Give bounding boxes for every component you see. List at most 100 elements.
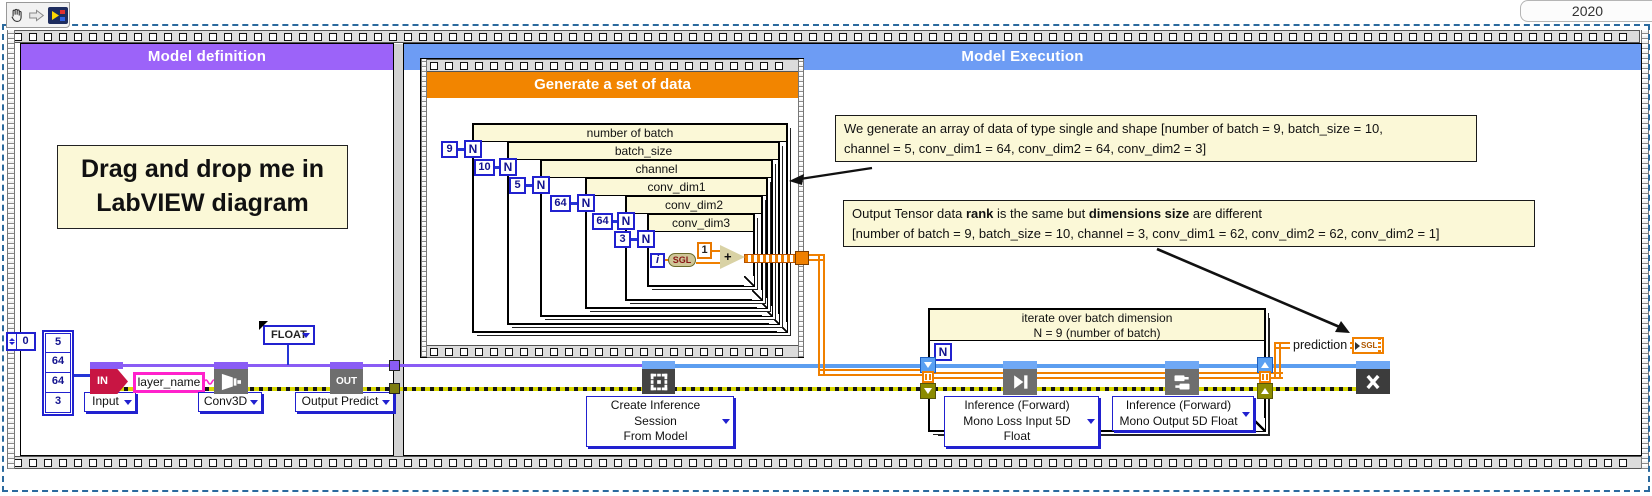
generate-border-left (421, 59, 427, 357)
chevron-down-icon[interactable] (250, 399, 258, 405)
model-definition-header: Model definition (21, 44, 393, 70)
frame-divider (394, 44, 403, 456)
sequence-border-left (7, 30, 15, 469)
index-spinner[interactable] (8, 334, 17, 349)
tools-palette (6, 2, 70, 28)
count-constant[interactable]: 3 (614, 231, 631, 248)
count-wire (571, 202, 579, 205)
count-constant[interactable]: 10 (474, 159, 495, 176)
count-wire (495, 166, 501, 169)
conv-layer-selector[interactable]: Conv3D (198, 392, 262, 412)
array-cell[interactable]: 5 (45, 333, 71, 353)
loop-count-terminal[interactable]: N (577, 194, 595, 212)
model-output-node[interactable]: OUT (330, 362, 363, 394)
chevron-down-icon[interactable] (124, 399, 132, 405)
inference-loss-input-selector[interactable]: Inference (Forward) Mono Loss Input 5D F… (944, 396, 1099, 447)
indicator-arrow-icon (1355, 341, 1360, 350)
count-wire (613, 220, 619, 223)
generate-border-right (798, 59, 804, 357)
loop-count-terminal[interactable]: N (637, 230, 655, 248)
loop-count-terminal[interactable]: N (464, 140, 482, 158)
shape-array-constant[interactable]: 5 64 64 3 (42, 330, 74, 416)
out-terminal[interactable]: OUT (330, 369, 363, 394)
model-input-node[interactable]: IN (90, 362, 130, 394)
out-node-band (330, 362, 363, 369)
node-band (1165, 361, 1199, 369)
iteration-terminal[interactable]: i (650, 253, 665, 268)
stack-fold-icon (757, 298, 767, 308)
layer-name-constant[interactable]: layer_name (133, 372, 205, 393)
stack-fold-icon (777, 322, 787, 332)
array-wire (809, 254, 823, 261)
shift-tunnel-error-in[interactable] (920, 383, 936, 399)
to-sgl-conversion[interactable]: SGL (668, 253, 696, 267)
in-node-band (90, 362, 123, 369)
labview-year-badge: 2020 (1571, 3, 1604, 19)
array-cell[interactable]: 64 (45, 353, 71, 373)
loop-count-terminal[interactable]: N (532, 176, 550, 194)
chevron-down-icon[interactable] (1087, 419, 1095, 425)
sequence-border-top (10, 30, 1640, 43)
prediction-wire (1274, 344, 1281, 379)
chevron-down-icon[interactable] (722, 419, 730, 425)
generate-border-top (427, 59, 798, 72)
sequence-border-right (1641, 30, 1649, 469)
chevron-down-icon[interactable] (302, 333, 310, 338)
index-tunnel-orange-in[interactable] (922, 371, 934, 383)
loop-count-terminal[interactable]: N (617, 212, 635, 230)
float-selector-wire (287, 344, 289, 365)
count-wire (526, 184, 534, 187)
for-loop-number-of-batch: number of batch (472, 123, 788, 333)
sequence-tunnel-model[interactable] (389, 360, 400, 371)
hand-tool-icon[interactable] (8, 7, 25, 24)
chevron-down-icon[interactable] (1242, 411, 1250, 417)
loop-count-terminal[interactable]: N (499, 158, 517, 176)
count-constant[interactable]: 9 (441, 141, 458, 158)
chevron-down-icon[interactable] (382, 399, 390, 405)
indicator-stripe (1378, 339, 1381, 352)
count-constant[interactable]: 64 (592, 213, 613, 230)
sequence-tunnel-error[interactable] (389, 383, 400, 394)
stack-fold-icon (1252, 418, 1265, 431)
index-tunnel-orange-out[interactable] (1259, 371, 1271, 383)
drag-drop-note: Drag and drop me in LabVIEW diagram (57, 145, 348, 229)
inference-loss-input-node[interactable] (1003, 361, 1037, 395)
array-wire (818, 254, 825, 374)
iter-wire (665, 259, 669, 261)
generate-output-tunnel[interactable] (795, 251, 809, 265)
inference-output-selector[interactable]: Inference (Forward) Mono Output 5D Float (1112, 396, 1254, 432)
batch-loop-count-terminal[interactable]: N (934, 343, 952, 361)
shape-wire (74, 374, 90, 377)
increment-constant[interactable]: 1 (697, 242, 712, 259)
output-predict-selector[interactable]: Output Predict (295, 392, 394, 412)
labview-vi-tool-icon[interactable] (47, 6, 68, 24)
count-constant[interactable]: 64 (550, 195, 571, 212)
inference-output-node[interactable] (1165, 361, 1199, 395)
add-input-wire (696, 262, 722, 264)
array-wire-in-loop (934, 372, 1260, 379)
navigate-arrow-tool-icon[interactable] (28, 8, 45, 23)
create-inference-session-node[interactable] (642, 361, 675, 394)
for-loop-conv-dim1: conv_dim1 (585, 177, 768, 309)
close-session-node[interactable] (1356, 361, 1390, 394)
count-constant[interactable]: 5 (509, 177, 526, 194)
shift-tunnel-error-out[interactable] (1257, 383, 1273, 399)
conv3d-node[interactable] (214, 362, 248, 394)
input-selector[interactable]: Input (84, 392, 136, 412)
float-type-selector[interactable]: FLOAT (263, 325, 315, 345)
index-tunnel-blue-out[interactable] (1257, 357, 1273, 373)
generate-border-bottom (427, 345, 798, 358)
stack-fold-icon (752, 290, 762, 300)
prediction-label: prediction (1290, 338, 1351, 352)
array-cell[interactable]: 64 (45, 373, 71, 393)
comment-generate-shape: We generate an array of data of type sin… (835, 115, 1477, 162)
prediction-indicator[interactable]: SGL (1352, 337, 1384, 354)
array-wire (818, 369, 930, 376)
array-cell[interactable]: 3 (45, 393, 71, 413)
type-diamond-icon (265, 332, 271, 338)
create-session-selector[interactable]: Create Inference Session From Model (586, 396, 734, 447)
array-index-display[interactable]: 0 (6, 332, 36, 351)
in-terminal[interactable]: IN (90, 369, 128, 394)
prediction-wire (1271, 372, 1283, 379)
count-wire (458, 148, 466, 151)
